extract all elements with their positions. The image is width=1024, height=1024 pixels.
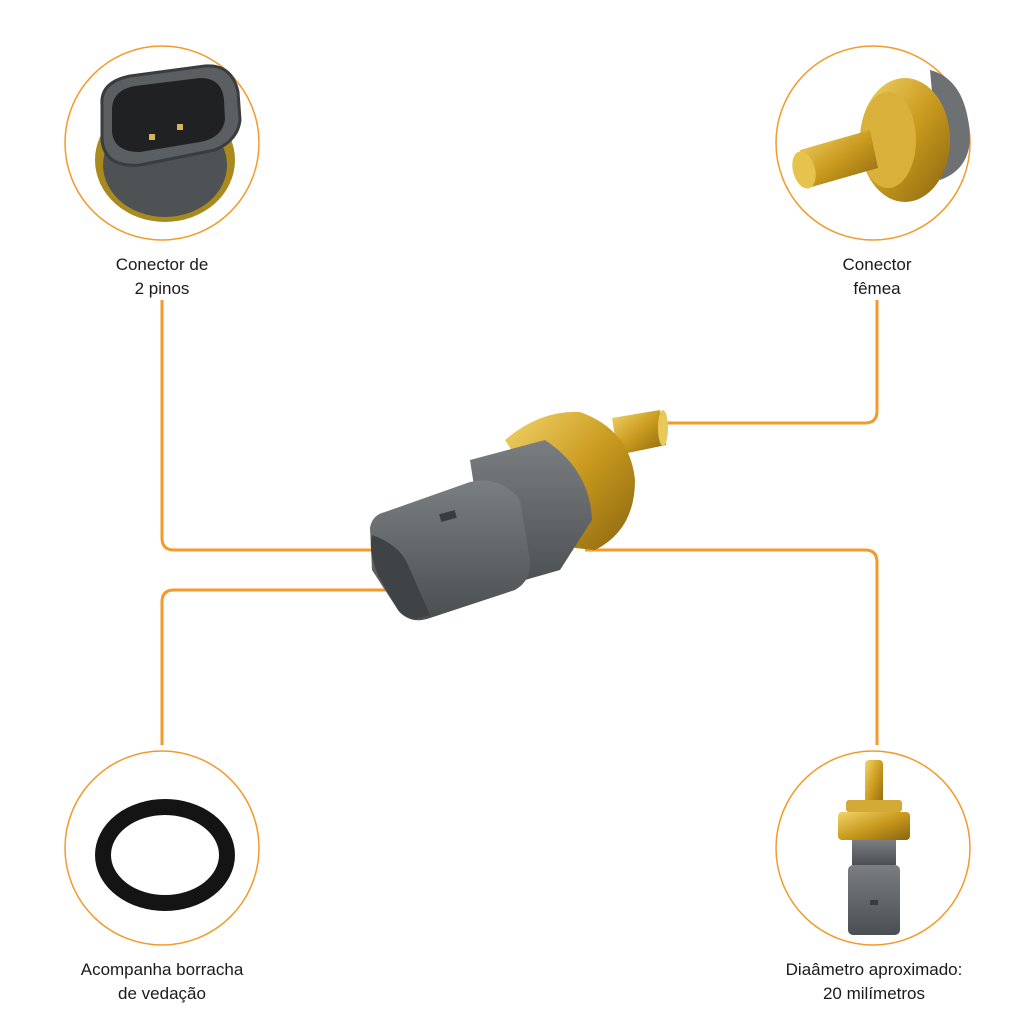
callout-lines: [160, 300, 879, 745]
callout-line-2: de vedação: [118, 984, 206, 1003]
main-sensor-image: [370, 410, 668, 621]
callout-line-2: 20 milímetros: [822, 984, 926, 1003]
two-pin-connector-image: [95, 64, 242, 222]
callout-line-1: Conector de: [115, 255, 209, 274]
line-bottom-left: [160, 588, 390, 745]
line-bottom-right: [585, 548, 879, 745]
callout-sealing-ring: Acompanha borracha de vedação: [81, 958, 244, 1006]
callout-line-1: Diaâmetro aproximado:: [785, 960, 963, 979]
pin-icon: [149, 134, 155, 140]
sensor-front-image: [838, 760, 910, 935]
female-connector-image: [792, 70, 970, 202]
line-top-left: [160, 300, 382, 552]
callout-diameter: Diaâmetro aproximado: 20 milímetros: [786, 958, 963, 1006]
callout-female-connector: Conector fêmea: [843, 253, 912, 301]
callout-line-2: fêmea: [853, 279, 901, 298]
callout-two-pin-connector: Conector de 2 pinos: [116, 253, 209, 301]
o-ring-image: [95, 799, 235, 911]
pin-icon: [177, 124, 183, 130]
callout-line-2: 2 pinos: [134, 279, 190, 298]
callout-line-1: Acompanha borracha: [80, 960, 244, 979]
callout-line-1: Conector: [842, 255, 912, 274]
line-top-right: [665, 300, 879, 425]
